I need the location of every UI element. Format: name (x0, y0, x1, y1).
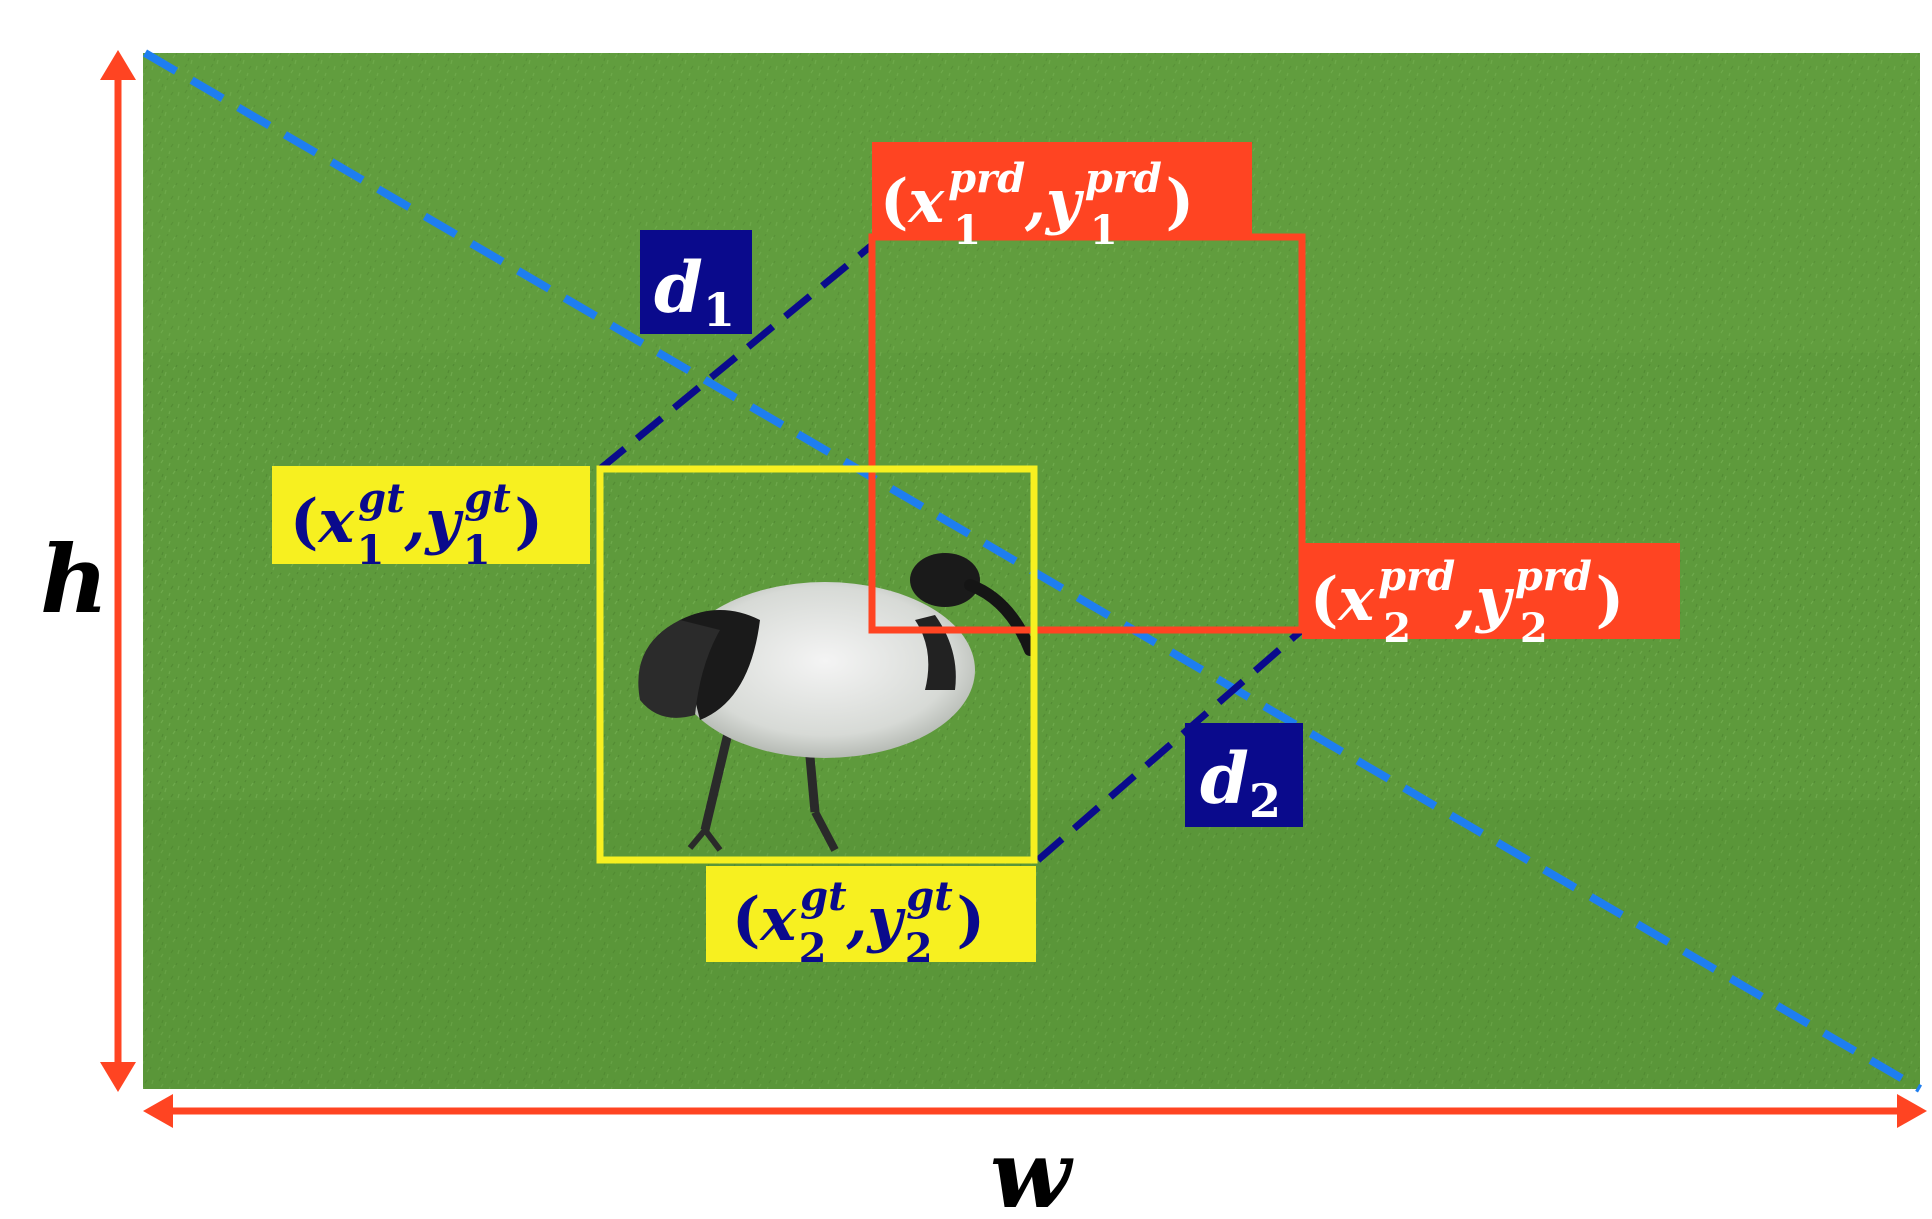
d1-dashed-line (597, 242, 875, 472)
width-label: w (990, 1120, 1074, 1219)
height-arrow (100, 50, 136, 1092)
d1-label: d1 (640, 230, 752, 337)
svg-text:d1: d1 (654, 246, 735, 337)
ground-truth-bounding-box (596, 465, 1038, 864)
ibis-bird-image (638, 553, 1036, 852)
width-arrow (143, 1094, 1927, 1128)
d2-dashed-line (1035, 627, 1305, 863)
d2-label: d2 (1185, 723, 1303, 828)
height-label: h (40, 525, 108, 635)
svg-text:d2: d2 (1200, 737, 1281, 828)
